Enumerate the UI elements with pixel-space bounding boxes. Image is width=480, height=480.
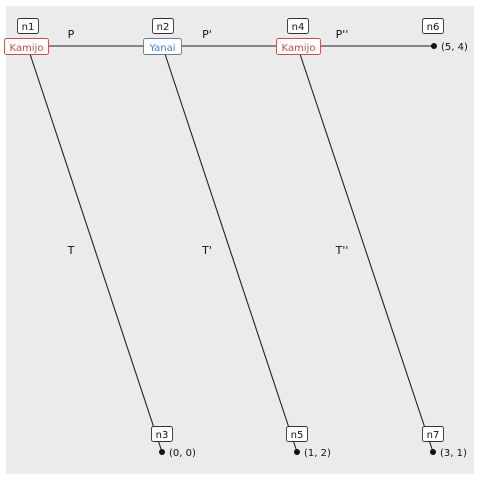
node-id-n4: n4 [287,18,309,34]
terminal-node-n5 [294,449,300,455]
edge-label: T' [201,244,212,257]
terminal-node-n6 [431,43,437,49]
player-kamijo-n4: Kamijo [276,38,321,55]
edge-n1-n3 [29,53,163,453]
node-id-n2: n2 [152,18,174,34]
node-id-n7: n7 [422,426,444,442]
svg-text:Kamijo: Kamijo [10,43,44,54]
edge-label: T [67,244,75,257]
svg-text:n4: n4 [292,22,305,33]
player-yanai-n2: Yanai [143,38,182,55]
plot-panel [6,6,474,474]
player-kamijo-n1: Kamijo [4,38,49,55]
node-id-n6: n6 [422,18,444,34]
edges [27,45,434,453]
terminal-node-n7 [430,449,436,455]
svg-text:n1: n1 [22,22,35,33]
edge-n2-n5 [164,53,298,453]
payoff-n7: (3, 1) [440,448,467,459]
svg-text:n6: n6 [427,22,440,33]
svg-text:n7: n7 [427,430,440,441]
edge-label: P [68,28,75,41]
terminal-node-n3 [159,449,165,455]
node-id-n3: n3 [151,426,173,442]
terminal-dots [159,43,437,455]
svg-text:n3: n3 [156,430,169,441]
edge-label: T'' [335,244,349,257]
edge-n4-n7 [299,53,434,453]
node-id-n5: n5 [286,426,308,442]
svg-text:n2: n2 [157,22,170,33]
edge-label: P' [202,28,212,41]
svg-text:Yanai: Yanai [148,43,175,54]
svg-text:n5: n5 [291,430,304,441]
svg-text:Kamijo: Kamijo [282,43,316,54]
edge-label: P'' [336,28,349,41]
payoff-n3: (0, 0) [169,448,196,459]
payoff-n6: (5, 4) [441,42,468,53]
node-id-n1: n1 [17,18,39,34]
payoff-n5: (1, 2) [304,448,331,459]
